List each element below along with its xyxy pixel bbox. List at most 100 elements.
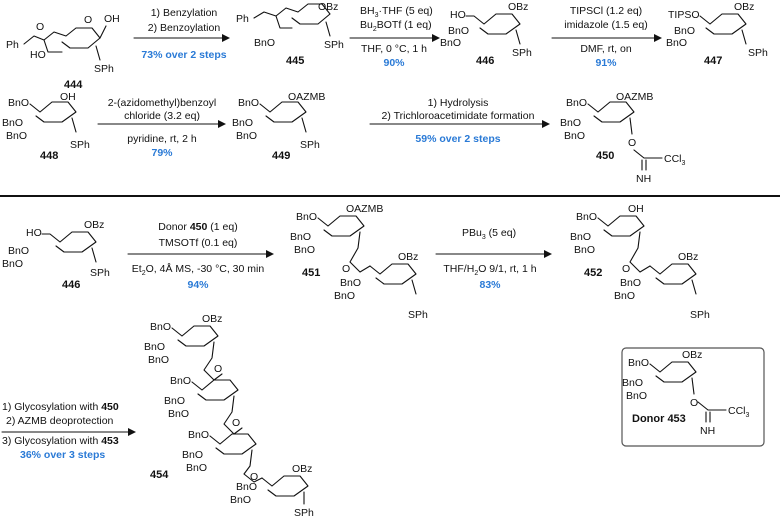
anomeric-o-label: O — [690, 397, 698, 409]
glycosidic-o-label: O — [342, 263, 350, 275]
step5-reagent-1: 1) Hydrolysis — [428, 97, 489, 109]
bno-label-2: BnO — [290, 231, 311, 243]
bno-label-2: BnO — [232, 117, 253, 129]
obz-label-1: OBz — [202, 313, 222, 325]
bno-label-2: BnO — [2, 258, 23, 270]
bno-label-2: BnO — [144, 341, 165, 353]
compound-452-structure: BnO OH BnO BnO O OBz BnO BnO SPh — [570, 203, 710, 321]
step8-reagent-2: 2) AZMB deoprotection — [6, 415, 114, 427]
obz-label: OBz — [84, 219, 104, 231]
bno-label-10: BnO — [236, 481, 257, 493]
oazmb-label: OAZMB — [616, 91, 653, 103]
step8-yield: 36% over 3 steps — [20, 449, 105, 461]
compound-449-structure: BnO OAZMB BnO BnO SPh — [232, 91, 325, 151]
compound-446-structure-b: HO OBz BnO BnO SPh — [2, 219, 110, 279]
link-o-1: O — [214, 363, 222, 375]
sph-label: SPh — [70, 139, 90, 151]
compound-450-structure: BnO OAZMB BnO BnO O CCl3 NH — [560, 91, 686, 185]
bno-label-3: BnO — [6, 130, 27, 142]
bno-label-3: BnO — [564, 130, 585, 142]
oh-label: OH — [628, 203, 644, 215]
step2-conditions: THF, 0 °C, 1 h — [361, 43, 427, 55]
sph-label: SPh — [408, 309, 428, 321]
bno-label-4: BnO — [340, 277, 361, 289]
bno-label-1: BnO — [150, 321, 171, 333]
obz-label: OBz — [682, 349, 702, 361]
step5-yield: 59% over 2 steps — [415, 133, 500, 145]
bno-label-11: BnO — [230, 494, 251, 506]
compound-451-structure: BnO OAZMB BnO BnO O OBz BnO BnO SPh — [290, 203, 428, 321]
step1-arrow — [133, 34, 230, 42]
compound-446-label-b: 446 — [62, 279, 80, 291]
compound-448-structure: BnO OH BnO BnO SPh — [2, 91, 90, 151]
step3-reagent-1: TIPSCl (1.2 eq) — [570, 5, 642, 17]
ccl3-label: CCl3 — [664, 153, 686, 167]
step6-reagent-2: TMSOTf (0.1 eq) — [159, 237, 238, 249]
oazmb-label: OAZMB — [346, 203, 383, 215]
step8-reagent-3: 3) Glycosylation with 453 — [2, 435, 119, 447]
bno-label-2: BnO — [666, 37, 687, 49]
obz-label-2: OBz — [292, 463, 312, 475]
compound-454-structure: BnO OBz BnO BnO O BnO BnO BnO O BnO BnO … — [144, 313, 314, 519]
step7-arrow — [435, 250, 552, 258]
obz-label: OBz — [734, 1, 754, 13]
bno-label-5: BnO — [164, 395, 185, 407]
ho-label: HO — [450, 9, 466, 21]
sph-label: SPh — [324, 39, 344, 51]
step7-yield: 83% — [479, 279, 501, 291]
sph-label: SPh — [512, 47, 532, 59]
phenyl-label: Ph — [236, 13, 249, 25]
bno-label-4: BnO — [170, 375, 191, 387]
step7-reagent-1: PBu3 (5 eq) — [462, 227, 516, 241]
step6-conditions: Et2O, 4Å MS, -30 °C, 30 min — [132, 262, 265, 277]
bno-label-2: BnO — [2, 117, 23, 129]
bno-label-1: BnO — [628, 357, 649, 369]
bno-label-9: BnO — [186, 462, 207, 474]
nh-label: NH — [636, 173, 651, 185]
step2-reagent-1: BH3·THF (5 eq) — [360, 5, 433, 19]
oh-label: OH — [60, 91, 76, 103]
step6-arrow — [127, 250, 274, 258]
step4-yield: 79% — [151, 147, 173, 159]
bno-label-3: BnO — [294, 244, 315, 256]
bno-label-1: BnO — [674, 25, 695, 37]
step3-conditions: DMF, rt, on — [580, 43, 632, 55]
step8-reagent-1: 1) Glycosylation with 450 — [2, 401, 119, 413]
anomeric-o-label: O — [628, 137, 636, 149]
ring-o-label: O — [84, 14, 92, 26]
bno-label-3: BnO — [574, 244, 595, 256]
bno-label-3: BnO — [626, 390, 647, 402]
compound-451-label: 451 — [302, 267, 320, 279]
step1-yield: 73% over 2 steps — [141, 49, 226, 61]
ho-label: HO — [26, 227, 42, 239]
step8-arrow — [1, 428, 136, 436]
bno-label-1: BnO — [566, 97, 587, 109]
link-o-3: O — [250, 471, 258, 483]
bno-label-8: BnO — [182, 449, 203, 461]
compound-448-label: 448 — [40, 150, 58, 162]
bno-label-5: BnO — [334, 290, 355, 302]
bno-label-7: BnO — [188, 429, 209, 441]
step2-arrow — [349, 34, 440, 42]
link-o-2: O — [232, 417, 240, 429]
obz-label: OBz — [678, 251, 698, 263]
compound-444-structure: Ph O O OH HO SPh — [6, 13, 120, 75]
compound-452-label: 452 — [584, 267, 602, 279]
bno-label-2: BnO — [560, 117, 581, 129]
compound-454-label: 454 — [150, 469, 169, 481]
compound-447-label: 447 — [704, 55, 722, 67]
bno-label-1: BnO — [238, 97, 259, 109]
step5-arrow — [369, 120, 550, 128]
bno-label-2: BnO — [622, 377, 643, 389]
bno-label-1: BnO — [448, 25, 469, 37]
step4-conditions: pyridine, rt, 2 h — [127, 133, 197, 145]
sph-label: SPh — [294, 507, 314, 519]
bno-label-4: BnO — [620, 277, 641, 289]
bno-label: BnO — [254, 37, 275, 49]
tipso-label: TIPSO — [668, 9, 700, 21]
sph-label: SPh — [94, 63, 114, 75]
obz-label: OBz — [318, 1, 338, 13]
step5-reagent-2: 2) Trichloroacetimidate formation — [382, 110, 535, 122]
bno-label-6: BnO — [168, 408, 189, 420]
